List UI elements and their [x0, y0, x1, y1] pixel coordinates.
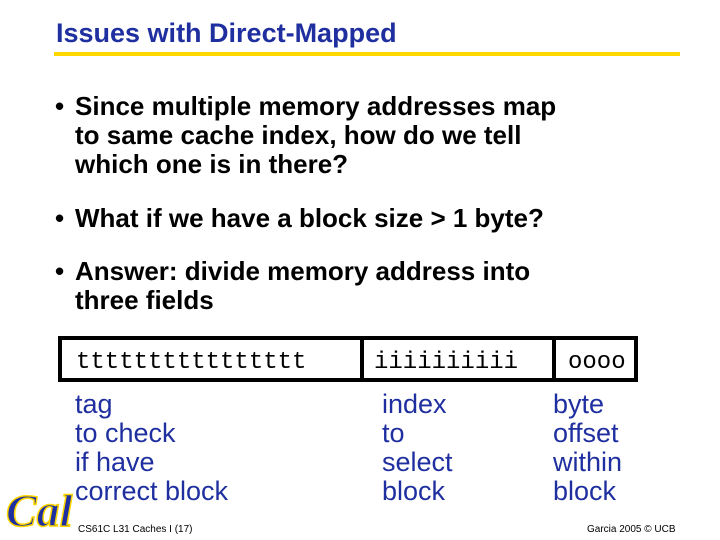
bullet-text: Answer: divide memory address into three… [75, 256, 531, 315]
tag-field: tttttttttttttttt [76, 349, 307, 376]
address-fields-box: tttttttttttttttt iiiiiiiiii oooo [58, 336, 638, 382]
bullet-item: • Since multiple memory addresses map to… [55, 92, 695, 179]
bullet-marker: • [55, 91, 65, 121]
logo-text: Cal [6, 485, 73, 536]
bullet-item: • Answer: divide memory address into thr… [55, 257, 695, 315]
bullet-text: What if we have a block size > 1 byte? [75, 203, 544, 233]
offset-description: byte offset within block [553, 389, 623, 506]
slide-title: Issues with Direct-Mapped [56, 18, 397, 48]
field-divider [552, 340, 556, 378]
offset-field: oooo [568, 349, 626, 376]
index-field: iiiiiiiiii [374, 349, 519, 376]
field-divider [360, 340, 364, 378]
tag-description: tag to check if have correct block [75, 389, 229, 506]
cal-logo: Cal [5, 484, 73, 536]
footer-left: CS61C L31 Caches I (17) [78, 524, 193, 535]
footer-right: Garcia 2005 © UCB [587, 524, 676, 535]
bullet-text: Since multiple memory addresses map to s… [75, 91, 557, 179]
index-description: index to select block [382, 389, 453, 506]
bullet-marker: • [55, 256, 65, 286]
bullet-item: • What if we have a block size > 1 byte? [55, 204, 695, 233]
bullet-marker: • [55, 203, 65, 233]
title-underline [54, 52, 680, 56]
